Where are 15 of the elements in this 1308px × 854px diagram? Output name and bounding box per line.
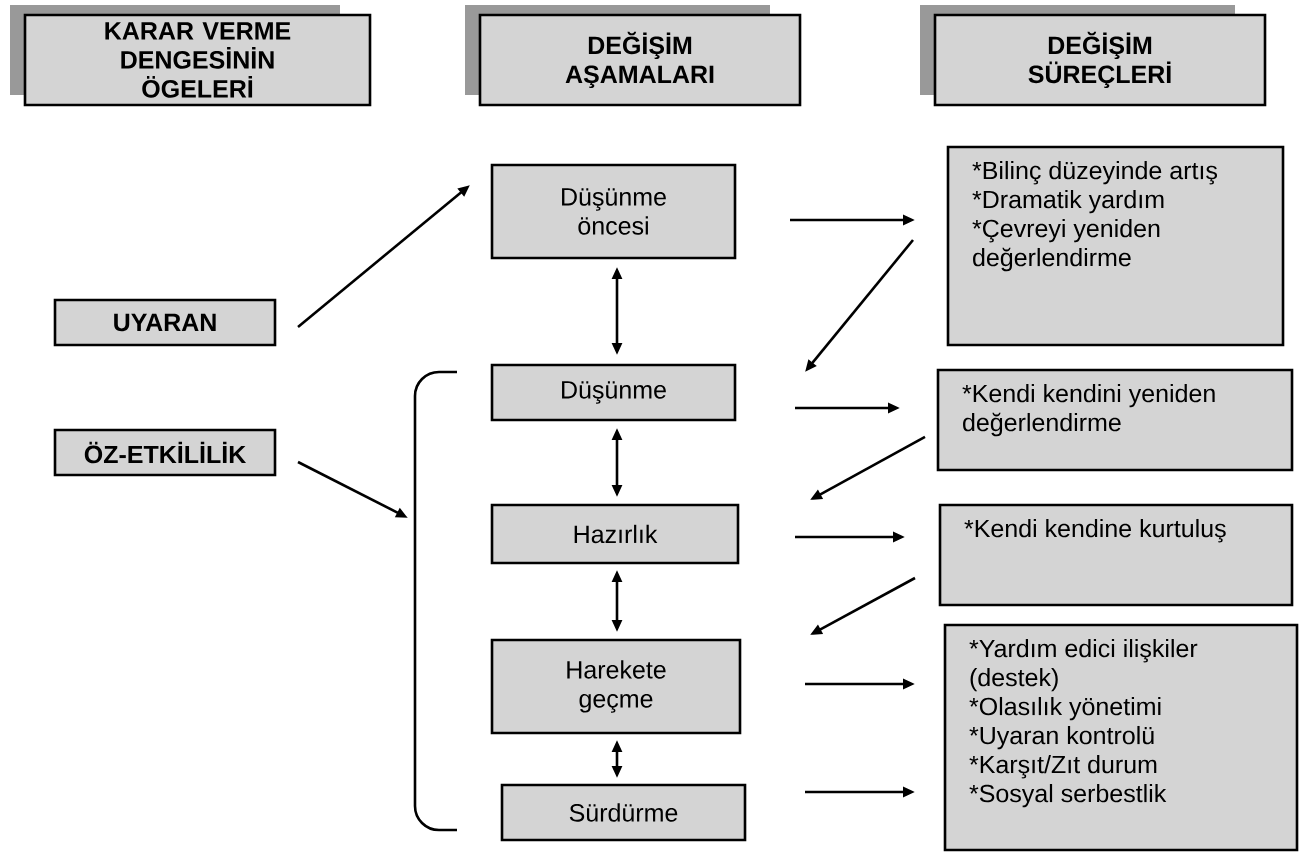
bracket bbox=[413, 370, 457, 832]
stage-box: Düşünme öncesi bbox=[490, 163, 737, 260]
stage-box: Sürdürme bbox=[500, 783, 747, 842]
process-box: *Yardım edici ilişkiler (destek) *Olasılık yönetimi *Uyaran kontrolü *Karşıt/Zıt durum *Sosyal serbestlik bbox=[943, 623, 1299, 852]
header-box: KARAR VERME DENGESİNİN ÖGELERİ bbox=[10, 5, 372, 107]
process-box: *Bilinç düzeyinde artış *Dramatik yardım *Çevreyi yeniden değerlendirme bbox=[946, 145, 1285, 347]
header-box: DEĞİŞİM AŞAMALARI bbox=[465, 5, 802, 107]
header-box: DEĞİŞİM SÜREÇLERİ bbox=[920, 5, 1267, 107]
stage-box: Harekete geçme bbox=[490, 638, 742, 735]
factor-box: ÖZ-ETKİLİLİK bbox=[53, 428, 277, 477]
stage-box: Düşünme bbox=[490, 363, 737, 422]
stage-box: Hazırlık bbox=[490, 503, 740, 565]
factor-box: UYARAN bbox=[53, 298, 277, 347]
process-box: *Kendi kendine kurtuluş bbox=[938, 503, 1294, 607]
process-box: *Kendi kendini yeniden değerlendirme bbox=[936, 368, 1294, 472]
